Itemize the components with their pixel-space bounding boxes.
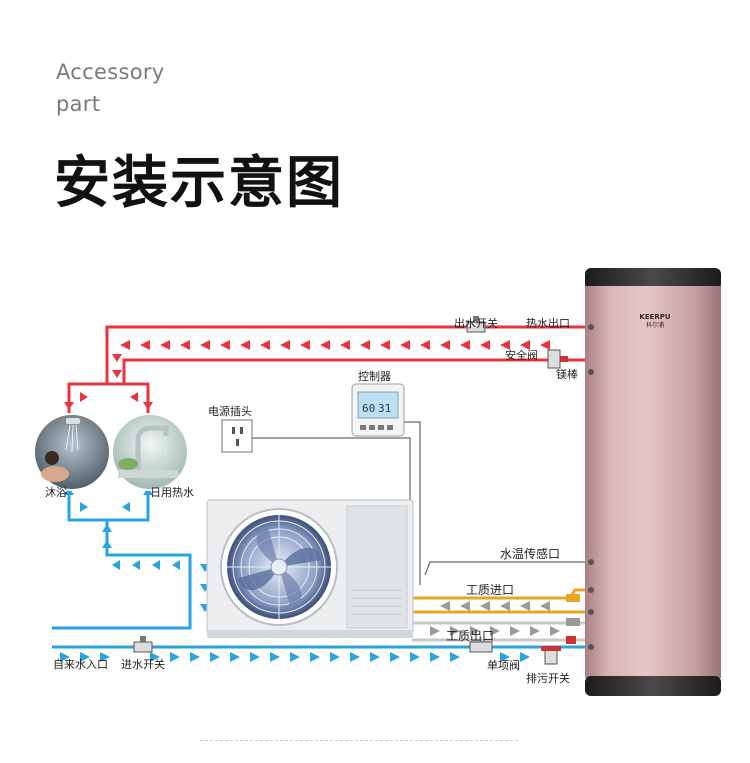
inlet-switch-valve [133,636,153,653]
cold-water-arrows [60,487,530,662]
refrigerant-arrows [430,601,560,636]
controller-display-left: 60 [362,402,375,415]
controller-display-right: 31 [378,402,391,415]
shower-image [33,413,111,491]
safety-valve [547,349,568,369]
label-check-valve: 单项阀 [487,659,520,672]
label-inlet-switch: 进水开关 [121,658,165,671]
label-refrigerant-in: 工质进口 [466,583,515,597]
label-controller: 控制器 [358,370,391,383]
refrigerant-fittings [566,594,580,644]
tank-brand-sub: 科尔浦 [646,321,664,329]
hot-water-arrows [64,340,550,410]
footer-divider [200,740,518,741]
drain-valve [541,646,561,665]
label-power-plug: 电源插头 [208,405,252,418]
check-valve [469,641,493,653]
label-outlet-switch: 出水开关 [454,317,498,330]
label-water-temp-sensor: 水温传感口 [500,547,561,561]
subtitle-line2: part [56,92,101,116]
label-drain-switch: 排污开关 [526,672,570,685]
label-refrigerant-out: 工质出口 [446,629,495,643]
page-title: 安装示意图 [54,151,344,216]
controller-device [351,383,405,437]
subtitle-line1: Accessory [56,60,165,84]
outlet-switch-valve [466,316,486,333]
heat-pump-outdoor-unit [206,499,414,638]
label-daily-hot-water: 日用热水 [150,486,194,499]
label-tap-inlet: 自来水入口 [53,658,108,671]
label-hot-outlet: 热水出口 [526,317,570,330]
label-mg-rod: 镁棒 [556,368,578,381]
label-shower: 沐浴 [45,486,67,499]
refrigerant-pipe [412,588,585,642]
water-tank [585,268,721,696]
tank-brand: KEERPU [639,313,671,321]
tap-image [111,413,189,491]
power-socket [221,419,253,453]
label-safety-valve: 安全阀 [505,349,538,362]
